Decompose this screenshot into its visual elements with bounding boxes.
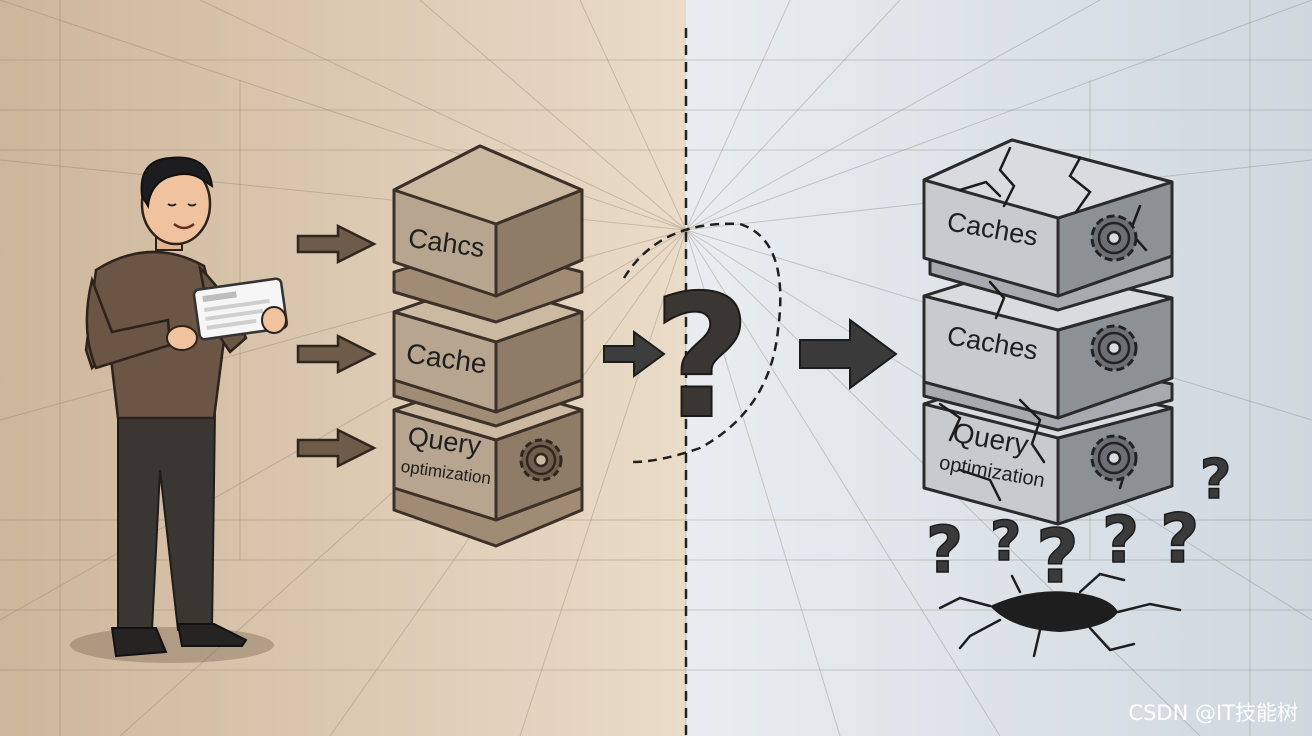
floor-crack-icon [938, 572, 1182, 658]
dashed-circle [622, 222, 782, 464]
right-arrow-icon [799, 318, 898, 390]
watermark: CSDN @IT技能树 [1128, 701, 1298, 725]
gear-icon [1090, 324, 1138, 372]
question-mark-icon: ? [1160, 500, 1199, 579]
question-mark-icon: ? [926, 514, 963, 588]
question-mark-icon: ? [1036, 514, 1079, 600]
floating-question-marks: ? ? ? ? ? ? [925, 447, 1232, 601]
left-block-stack [392, 144, 584, 548]
arrow-right-icon [296, 223, 377, 469]
right-block-stack [922, 138, 1174, 526]
question-mark-icon: ? [1102, 504, 1139, 578]
question-mark-icon: ? [990, 510, 1021, 573]
question-mark-icon: ? [1200, 448, 1231, 511]
center-arrow-icon [603, 330, 666, 378]
gear-icon [519, 438, 563, 482]
gear-icon [1090, 434, 1138, 482]
person-with-tablet-icon [70, 156, 289, 663]
question-mark-icon: ? [653, 259, 752, 457]
gear-icon [1090, 214, 1138, 262]
